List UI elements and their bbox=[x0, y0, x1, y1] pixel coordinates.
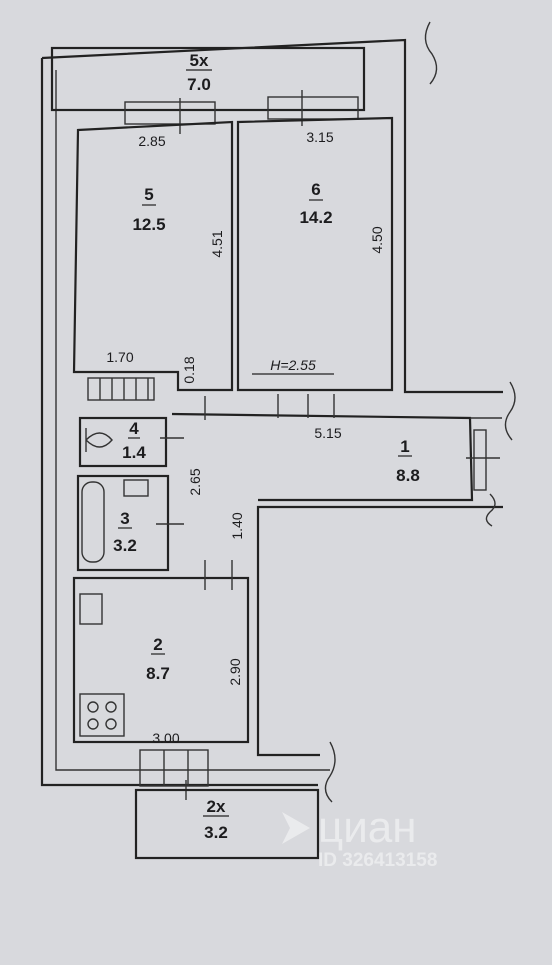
balcony-bottom-area: 3.2 bbox=[204, 823, 228, 842]
room-2-walls bbox=[72, 576, 250, 744]
toilet-icon bbox=[85, 428, 113, 452]
closet-hatching bbox=[87, 377, 155, 401]
room-2-area: 8.7 bbox=[146, 664, 170, 683]
dim-closet-width: 1.70 bbox=[106, 349, 133, 365]
balcony-bottom-door bbox=[139, 749, 209, 787]
sink-icon bbox=[123, 479, 149, 497]
bathtub-icon bbox=[81, 481, 105, 563]
room-1-number: 1 bbox=[400, 437, 409, 456]
room-4-number: 4 bbox=[129, 419, 139, 438]
room-6-walls bbox=[236, 116, 394, 392]
balcony-bottom-label: 2x bbox=[207, 797, 226, 816]
outer-wall bbox=[40, 38, 503, 787]
balcony-top-door bbox=[124, 101, 216, 125]
balcony-top-area: 7.0 bbox=[187, 75, 211, 94]
inner-outer-wall bbox=[55, 70, 330, 771]
stove-icon bbox=[79, 693, 125, 737]
watermark: циан ID 326413158 bbox=[282, 803, 437, 871]
dim-corridor-width: 1.40 bbox=[229, 512, 245, 539]
room-5-walls bbox=[72, 120, 234, 392]
room-4-walls bbox=[78, 416, 168, 468]
watermark-logo-icon bbox=[282, 812, 310, 844]
balcony-top-outline bbox=[50, 46, 366, 112]
dim-kitchen-length: 2.90 bbox=[227, 658, 243, 685]
room-6-number: 6 bbox=[311, 180, 320, 199]
room-4-area: 1.4 bbox=[122, 443, 146, 462]
dim-wall-gap: 0.18 bbox=[181, 356, 197, 383]
room-6-area: 14.2 bbox=[299, 208, 332, 227]
balcony-bottom-outline bbox=[134, 788, 320, 860]
watermark-brand: циан bbox=[318, 803, 417, 852]
ceiling-height: H=2.55 bbox=[270, 357, 316, 373]
room-3-area: 3.2 bbox=[113, 536, 137, 555]
balcony-top-label: 5x bbox=[190, 51, 209, 70]
entry-door bbox=[473, 429, 487, 491]
kitchen-sink-icon bbox=[79, 593, 103, 625]
room-1-walls bbox=[171, 412, 474, 502]
break-mark bbox=[324, 741, 336, 803]
room-3-walls bbox=[76, 474, 170, 572]
dim-hall-width: 5.15 bbox=[314, 425, 341, 441]
watermark-listing-id: ID 326413158 bbox=[318, 850, 437, 871]
dim-room6-length: 4.50 bbox=[369, 226, 385, 253]
room-5-number: 5 bbox=[144, 185, 153, 204]
balcony-top-window bbox=[267, 96, 359, 120]
dim-room6-width: 3.15 bbox=[306, 129, 333, 145]
dim-hall-length: 2.65 bbox=[187, 468, 203, 495]
dim-room5-width: 2.85 bbox=[138, 133, 165, 149]
break-mark bbox=[424, 21, 438, 85]
room-2-number: 2 bbox=[153, 635, 162, 654]
room-3-number: 3 bbox=[120, 509, 129, 528]
room-5-area: 12.5 bbox=[132, 215, 165, 234]
break-mark bbox=[504, 381, 516, 441]
room-1-area: 8.8 bbox=[396, 466, 420, 485]
break-mark bbox=[485, 493, 496, 527]
dim-kitchen-width: 3.00 bbox=[152, 730, 179, 746]
dim-room5-length: 4.51 bbox=[209, 230, 225, 257]
